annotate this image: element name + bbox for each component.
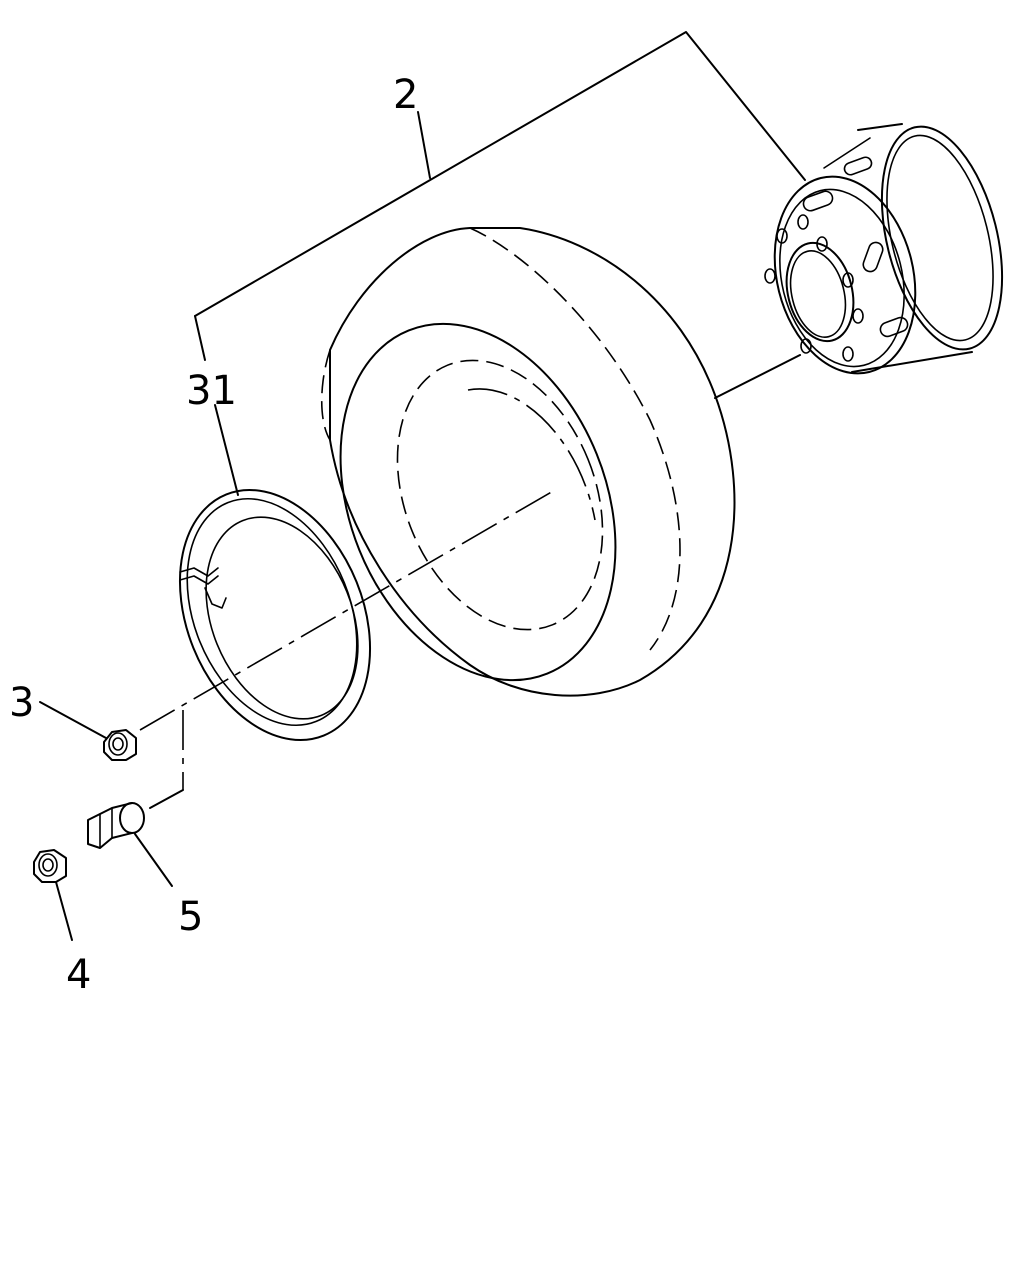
nut-4[interactable] (33, 849, 67, 883)
leader-4 (55, 881, 73, 941)
leader-31 (214, 404, 239, 496)
leader-2 (194, 31, 806, 361)
stud-bolt-5[interactable] (87, 802, 145, 849)
callout-label-31: 31 (186, 368, 237, 414)
callout-label-4: 4 (66, 952, 91, 998)
lock-ring[interactable] (145, 462, 406, 769)
nut-3[interactable] (103, 729, 137, 761)
leader-3 (39, 701, 107, 739)
callout-label-5: 5 (178, 894, 203, 940)
center-axis (139, 354, 801, 809)
callout-label-3: 3 (9, 680, 34, 726)
leader-5 (134, 833, 173, 887)
callout-label-2: 2 (393, 72, 418, 118)
rim-wheel[interactable] (755, 114, 1023, 388)
tire[interactable] (290, 227, 736, 721)
